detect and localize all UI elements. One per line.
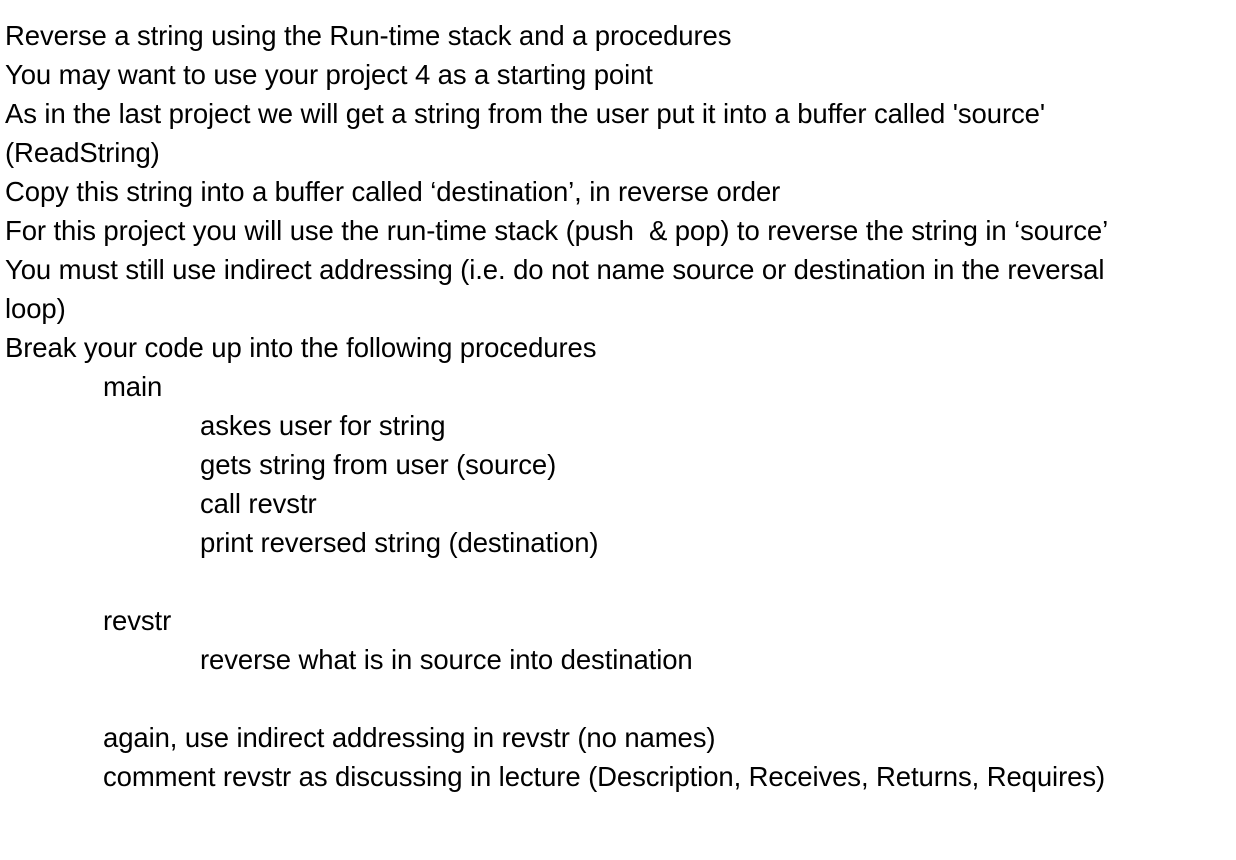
text-line: For this project you will use the run-ti… (5, 215, 1109, 246)
blank-line (0, 679, 1236, 718)
text-line: gets string from user (source) (200, 449, 557, 480)
text-line-procedure-main: main (103, 371, 163, 402)
text-line: As in the last project we will get a str… (5, 98, 1045, 129)
text-line: loop) (5, 293, 66, 324)
text-line: askes user for string (200, 410, 446, 441)
blank-line (0, 562, 1236, 601)
text-line-procedure-revstr: revstr (103, 605, 172, 636)
text-line: Reverse a string using the Run-time stac… (5, 20, 732, 51)
text-line: again, use indirect addressing in revstr… (103, 722, 716, 753)
text-line: (ReadString) (5, 137, 160, 168)
text-line: Break your code up into the following pr… (5, 332, 597, 363)
text-line: print reversed string (destination) (200, 527, 599, 558)
text-line: call revstr (200, 488, 317, 519)
text-line: reverse what is in source into destinati… (200, 644, 693, 675)
text-line: You must still use indirect addressing (… (5, 254, 1105, 285)
text-line: comment revstr as discussing in lecture … (103, 761, 1106, 792)
text-line: You may want to use your project 4 as a … (5, 59, 653, 90)
text-line: Copy this string into a buffer called ‘d… (5, 176, 781, 207)
